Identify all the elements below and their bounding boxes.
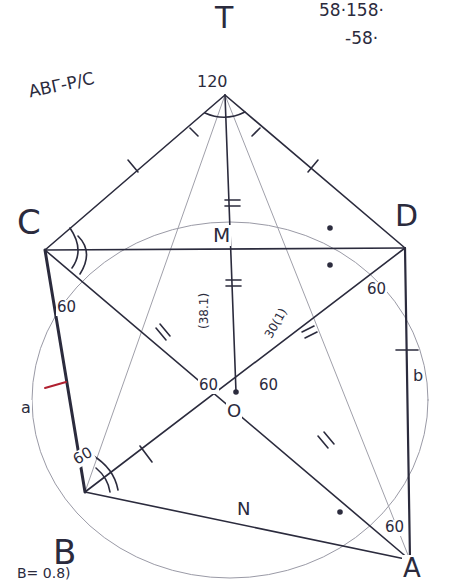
handwritten-label: ABΓ-P/C (26, 70, 97, 102)
angle-arc (92, 455, 118, 490)
tick-mark (45, 382, 66, 388)
handwritten-label: -58· (344, 30, 379, 48)
side-da (405, 248, 410, 560)
handwritten-label: M (212, 225, 231, 246)
handwritten-label: (38.1) (198, 292, 211, 330)
tick-mark (302, 326, 314, 332)
handwritten-label: 60 (258, 378, 279, 394)
handwritten-label: B= 0.8) (16, 566, 72, 581)
tick-mark (226, 285, 241, 287)
handwritten-label: C (16, 205, 42, 241)
handwritten-label: 60 (56, 300, 77, 316)
dot-mark (328, 263, 332, 267)
angle-arc (70, 228, 78, 268)
tick-mark (160, 324, 170, 336)
tick-mark (308, 160, 318, 172)
handwritten-label: N (236, 500, 251, 519)
tick-mark (226, 279, 241, 281)
dot-mark (328, 226, 332, 230)
handwritten-label: A (402, 555, 422, 582)
angle-arc (96, 468, 110, 492)
handwritten-label: 60 (70, 444, 96, 468)
segment-cd (45, 248, 405, 250)
side-ba (85, 492, 410, 560)
diagonal-db (85, 248, 405, 492)
handwritten-label: 60 (384, 520, 405, 536)
side-td (225, 95, 405, 248)
tick-mark (190, 128, 198, 136)
handwritten-label: O (226, 402, 242, 421)
tick-mark (225, 205, 240, 207)
handwritten-label: 58·158· (318, 2, 385, 20)
tick-mark (225, 199, 240, 201)
handwritten-label: 60 (198, 378, 219, 394)
center-point (234, 390, 238, 394)
angle-arc (205, 112, 245, 117)
tick-mark (305, 332, 317, 338)
tick-mark (128, 160, 138, 172)
handwritten-label: 60 (366, 282, 387, 298)
angle-arc (78, 236, 87, 274)
circumcircle (32, 222, 428, 578)
handwritten-label: 30(1) (262, 305, 290, 341)
tick-mark (396, 349, 418, 351)
handwritten-label: b (412, 368, 424, 385)
handwritten-label: a (20, 400, 32, 417)
handwritten-label: 120 (196, 74, 229, 91)
diagonal-ca (45, 250, 410, 560)
dot-mark (338, 510, 342, 514)
handwritten-label: D (394, 200, 419, 232)
faint-line (225, 95, 410, 560)
tick-mark (324, 432, 334, 444)
handwritten-label: T (214, 2, 234, 34)
side-tc (45, 95, 225, 250)
tick-mark (252, 128, 260, 136)
tick-mark (140, 446, 152, 462)
tick-mark (318, 436, 328, 448)
